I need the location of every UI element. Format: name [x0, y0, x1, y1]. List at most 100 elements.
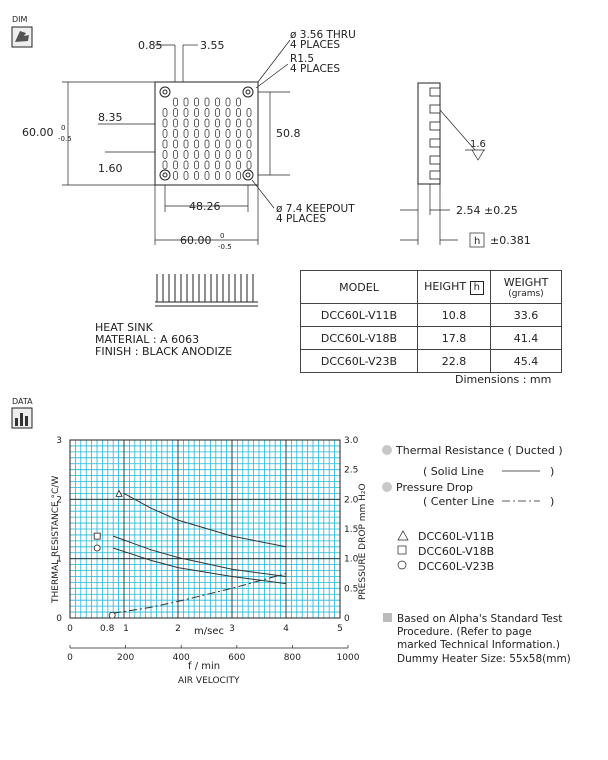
fin-pin — [225, 150, 231, 159]
heatsink-top-view — [154, 81, 259, 186]
fin-pin — [183, 118, 189, 128]
x-tick-ms: 2 — [175, 624, 181, 634]
fin-pin — [215, 160, 220, 170]
fin-pin — [246, 150, 252, 159]
fin-pin — [246, 108, 252, 117]
fin-pin — [225, 139, 231, 149]
dim-160: 1.60 — [98, 162, 123, 175]
x-tick-ms: 1 — [123, 624, 129, 634]
fin-pin — [204, 97, 210, 107]
dim-height-tol-dn: -0.5 — [58, 135, 72, 143]
dim-angle: 1.6 — [470, 139, 486, 150]
dim-keepout-count: 4 PLACES — [276, 213, 326, 225]
fin-pin — [225, 171, 231, 180]
data-badge-icon — [11, 407, 33, 429]
x-tick-ms: 4 — [283, 624, 289, 634]
y-tick-right: 0.5 — [344, 584, 358, 594]
fin-pin — [194, 129, 199, 138]
cell-weight: 45.4 — [490, 349, 562, 373]
fin-pin — [194, 108, 199, 117]
fin-pin — [225, 108, 231, 117]
legend-center: ( Center Line — [423, 495, 494, 508]
dim-radius-count: 4 PLACES — [290, 63, 340, 75]
x-axis-bottom-label: f / min — [188, 661, 220, 672]
dim-radius: R1.5 — [290, 53, 314, 65]
cell-height: 22.8 — [417, 349, 491, 373]
cell-height: 10.8 — [417, 303, 491, 327]
fin-pin — [204, 160, 210, 170]
fin-pin — [183, 139, 189, 149]
dim-355: 3.55 — [200, 39, 225, 52]
fin-pin — [162, 129, 168, 138]
series-line-2 — [113, 535, 287, 577]
units-note: Dimensions : mm — [455, 373, 551, 386]
legend-center-end: ) — [550, 495, 554, 508]
header-h-box: h — [469, 280, 484, 295]
header-weight-label: WEIGHT — [503, 275, 549, 289]
fin-pin — [162, 160, 168, 170]
y-tick-left: 1 — [56, 555, 62, 565]
table-row: DCC60L-V23B 22.8 45.4 — [300, 349, 562, 373]
table-row: DCC60L-V18B 17.8 41.4 — [300, 326, 562, 350]
circle-marker — [93, 544, 101, 552]
cell-height: 17.8 — [417, 326, 491, 350]
x-tick-ms: 3 — [229, 624, 235, 634]
plot-frame — [69, 439, 341, 619]
fin-pin — [215, 108, 220, 117]
header-model: MODEL — [300, 270, 418, 304]
dim-width-base: 60.00 — [180, 234, 212, 247]
fin-pin — [225, 97, 231, 107]
fin-pin — [215, 171, 220, 180]
x-tick-fpm: 600 — [228, 653, 245, 663]
fin-pin — [246, 129, 252, 138]
fin-pin — [173, 139, 178, 149]
dim-width-tol-up: 0 — [220, 232, 224, 240]
fin-pin — [194, 150, 199, 159]
fin-pin — [215, 150, 220, 159]
fin-pin — [215, 118, 220, 128]
dim-hole-count: 4 PLACES — [290, 39, 340, 51]
header-height: HEIGHT h — [417, 270, 491, 304]
fin-pin — [215, 97, 220, 107]
legend-solid-end: ) — [550, 465, 554, 478]
fin-pin — [236, 108, 241, 117]
y-tick-left: 0 — [56, 614, 62, 624]
dim-base-thk: 2.54 ±0.25 — [456, 204, 518, 217]
cell-model: DCC60L-V11B — [300, 303, 418, 327]
x-tick-fpm: 800 — [284, 653, 301, 663]
note-square-icon — [383, 613, 392, 622]
fin-pin — [204, 171, 210, 180]
square-marker-icon — [397, 545, 407, 555]
series-line-3 — [113, 547, 287, 585]
fin-pin — [183, 97, 189, 107]
fin-pin — [173, 160, 178, 170]
y-tick-right: 0 — [344, 614, 350, 624]
material-line-3: FINISH : BLACK ANODIZE — [95, 345, 232, 358]
dim-width-tol-dn: -0.5 — [218, 243, 232, 251]
fin-pin — [225, 118, 231, 128]
table-row: DCC60L-V11B 10.8 33.6 — [300, 303, 562, 327]
series-line-1 — [123, 492, 287, 548]
pressure-legend-dot-icon — [382, 482, 392, 492]
fin-pin — [183, 160, 189, 170]
heatsink-front-view — [155, 274, 258, 307]
fin-pin — [236, 150, 241, 159]
fin-pin — [204, 108, 210, 117]
x-tick-ms: 0 — [67, 624, 73, 634]
cell-model: DCC60L-V23B — [300, 349, 418, 373]
y-tick-right: 2.0 — [344, 495, 359, 505]
fin-pin — [183, 150, 189, 159]
y-tick-right: 1.5 — [344, 525, 358, 535]
note-line-1: Based on Alpha's Standard Test — [397, 613, 562, 625]
fin-pin — [173, 171, 178, 180]
dim-h-label: h — [474, 236, 480, 247]
fin-pin — [194, 171, 199, 180]
fin-pin — [236, 118, 241, 128]
y-tick-right: 3.0 — [344, 436, 359, 446]
dim-badge-icon — [11, 26, 33, 48]
y-tick-left: 3 — [56, 436, 62, 446]
spec-table: MODEL HEIGHT h WEIGHT (grams) DCC60L-V11… — [300, 270, 562, 373]
fin-pin — [162, 139, 168, 149]
x-axis-caption: AIR VELOCITY — [178, 676, 240, 686]
x-tick-fpm: 200 — [117, 653, 134, 663]
